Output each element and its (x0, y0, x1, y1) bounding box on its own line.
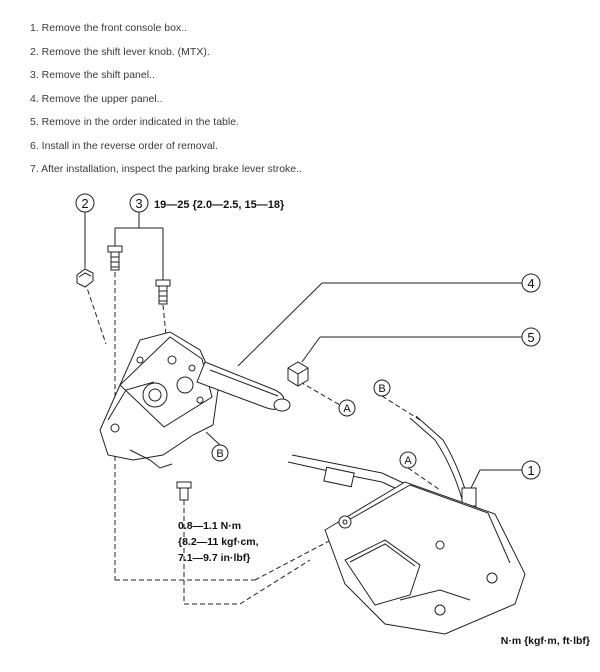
procedure-steps: 1. Remove the front console box.. 2. Rem… (30, 22, 302, 187)
torque-main: 19—25 {2.0—2.5, 15—18} (154, 199, 285, 211)
torque-small-2: {8.2—11 kgf·cm, (178, 536, 259, 548)
callout-b-2: B (216, 448, 223, 460)
torque-units: N·m {kgf·m, ft·lbf} (501, 635, 590, 647)
callout-5: 5 (527, 330, 534, 345)
step-7: 7. After installation, inspect the parki… (30, 163, 302, 175)
callout-2: 2 (81, 196, 88, 211)
callout-3: 3 (135, 196, 142, 211)
bolt-small (176, 481, 192, 501)
step-1: 1. Remove the front console box.. (30, 22, 188, 34)
step-6: 6. Install in the reverse order of remov… (30, 139, 218, 152)
callout-a-1: A (343, 403, 351, 415)
callout-a-circle-1 (338, 399, 356, 417)
step-4: 4. Remove the upper panel.. (30, 92, 163, 105)
step-3: 3. Remove the shift panel.. (30, 69, 155, 81)
callout-4: 4 (527, 276, 534, 291)
torque-small-1: 0.8—1.1 N·m (178, 520, 241, 532)
step-2: 2. Remove the shift lever knob. (MTX). (30, 45, 210, 58)
step-5: 5. Remove in the order indicated in the … (30, 116, 239, 128)
callout-a-2: A (404, 455, 412, 467)
bolt-3-lower (155, 279, 171, 305)
callout-1: 1 (527, 463, 534, 478)
bolt-3-upper (107, 245, 123, 271)
callout-b-1: B (378, 383, 385, 395)
torque-small-3: 7.1—9.7 in·lbf} (178, 552, 250, 564)
